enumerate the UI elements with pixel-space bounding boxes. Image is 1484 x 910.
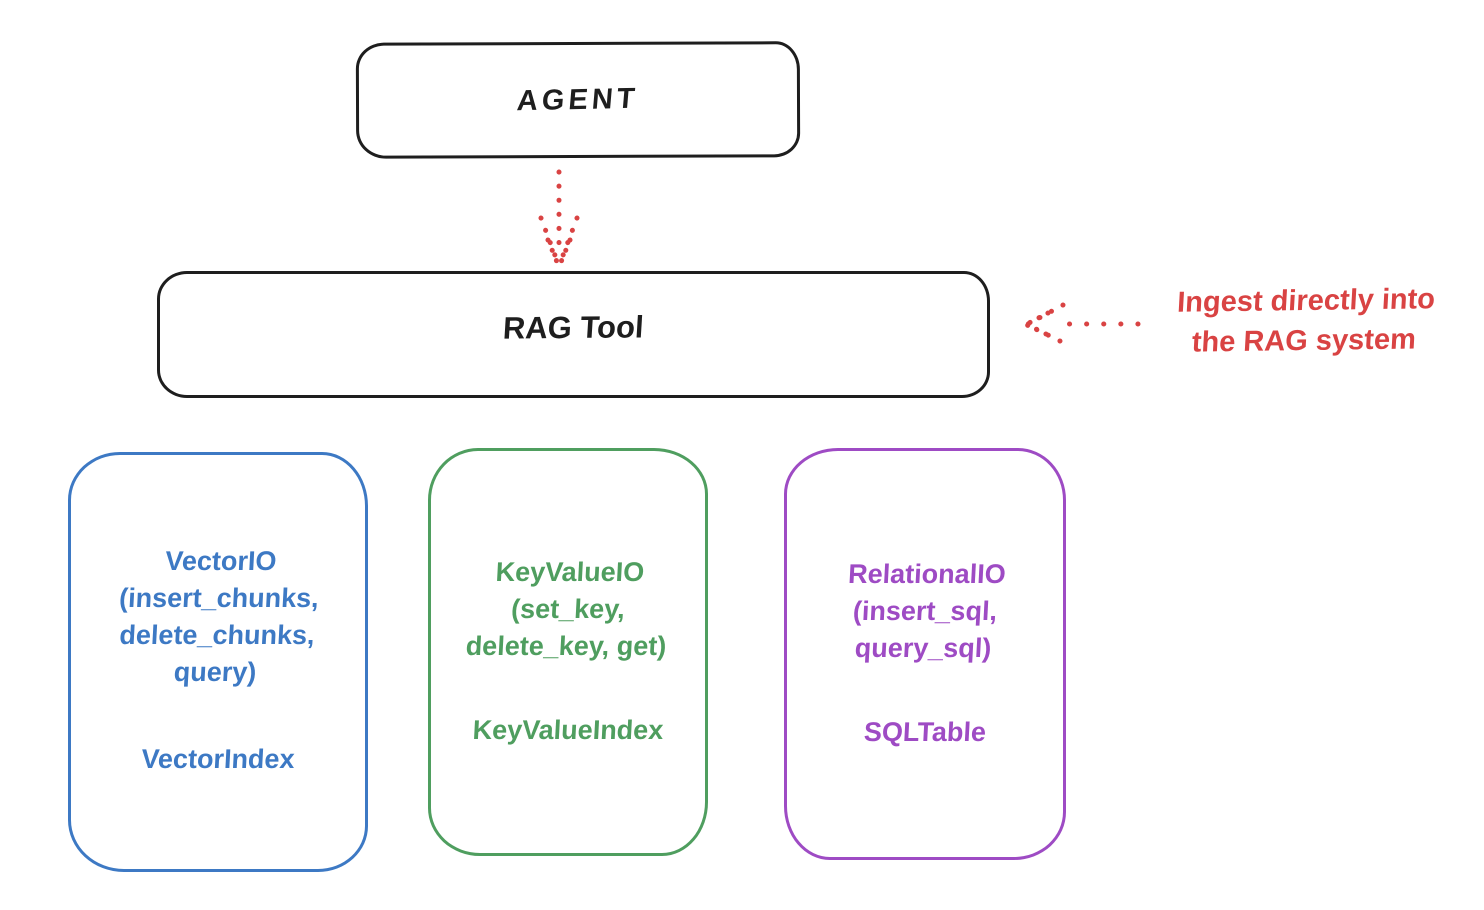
relational-io-title: RelationalIO xyxy=(847,559,1007,589)
dotted-arrow-down xyxy=(538,169,580,265)
agent-label: AGENT xyxy=(515,82,641,117)
ingest-annotation: Ingest directly into the RAG system xyxy=(1128,279,1482,364)
ingest-annotation-line1: Ingest directly into xyxy=(1176,283,1436,319)
relational-io-box: RelationalIO (insert_sql, query_sql) SQL… xyxy=(784,448,1066,860)
vector-io-title: VectorIO xyxy=(164,546,278,576)
vector-io-line: delete_chunks, xyxy=(118,620,316,650)
keyvalue-io-line: (set_key, xyxy=(510,594,626,624)
ingest-annotation-line2: the RAG system xyxy=(1190,323,1417,359)
dotted-arrow-left xyxy=(1024,302,1141,344)
vector-index-label: VectorIndex xyxy=(140,744,296,774)
rag-tool-label: RAG Tool xyxy=(502,308,645,346)
keyvalue-index-label: KeyValueIndex xyxy=(471,715,665,745)
keyvalue-io-box: KeyValueIO (set_key, delete_key, get) Ke… xyxy=(428,448,708,856)
keyvalue-io-methods: KeyValueIO (set_key, delete_key, get) xyxy=(428,554,708,665)
relational-io-line: (insert_sql, xyxy=(852,596,998,626)
relational-io-methods: RelationalIO (insert_sql, query_sql) xyxy=(784,556,1066,667)
vector-io-line: query) xyxy=(173,657,258,687)
vector-io-methods: VectorIO (insert_chunks, delete_chunks, … xyxy=(67,543,369,691)
agent-box: AGENT xyxy=(355,41,801,159)
vector-io-box: VectorIO (insert_chunks, delete_chunks, … xyxy=(68,452,368,872)
rag-tool-box: RAG Tool xyxy=(157,271,990,398)
sql-table-label: SQLTable xyxy=(863,717,987,747)
relational-io-line: query_sql) xyxy=(854,633,993,663)
vector-io-line: (insert_chunks, xyxy=(118,583,320,613)
keyvalue-io-line: delete_key, get) xyxy=(465,631,668,661)
keyvalue-io-title: KeyValueIO xyxy=(494,557,646,587)
